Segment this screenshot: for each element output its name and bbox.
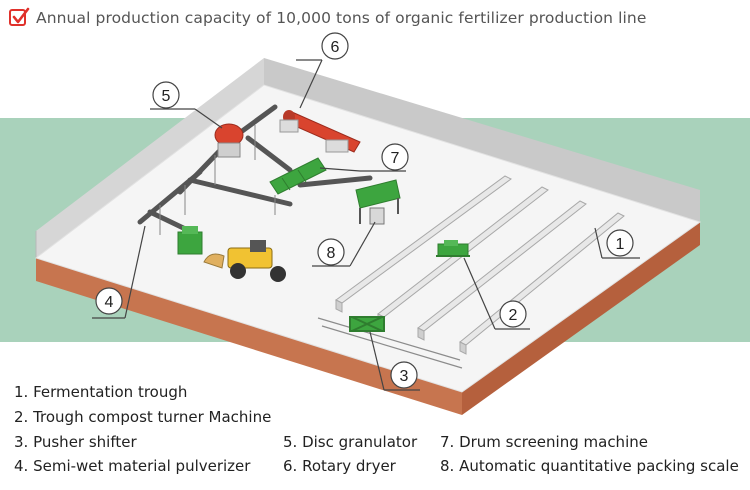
callout-4 [95, 287, 123, 315]
callout-7-label: 7 [391, 150, 400, 167]
callout-5 [152, 81, 180, 109]
shifter-rails [317, 317, 463, 369]
conveyor-supports [159, 125, 276, 235]
callout-6-label: 6 [331, 39, 340, 56]
callout-2 [499, 300, 527, 328]
legend-item-2: 2. Trough compost turner Machine [14, 408, 272, 426]
callout-1 [606, 229, 634, 257]
legend-item-8: 8. Automatic quantitative packing scale [440, 457, 739, 475]
legend-item-1: 1. Fermentation trough [14, 383, 188, 401]
floor [34, 84, 702, 393]
platform-front [36, 258, 462, 415]
callout-5-label: 5 [162, 88, 171, 105]
callout-leaders [92, 32, 640, 391]
callout-2-label: 2 [509, 307, 518, 324]
callout-6 [321, 32, 349, 60]
pusher-shifter-machine [349, 316, 385, 332]
back-wall [264, 58, 700, 222]
wheel-loader [203, 240, 286, 282]
pulverizer-machine [177, 226, 203, 255]
callout-8-label: 8 [327, 245, 336, 262]
packing-scale-machine [355, 179, 401, 225]
legend-item-5: 5. Disc granulator [283, 433, 418, 451]
legend-item-6: 6. Rotary dryer [283, 457, 396, 475]
platform-side [462, 222, 700, 415]
callout-numbers: 6 5 7 8 1 2 3 4 [105, 39, 625, 385]
legend-item-4: 4. Semi-wet material pulverizer [14, 457, 251, 475]
callout-3-label: 3 [400, 368, 409, 385]
page-title: Annual production capacity of 10,000 ton… [36, 9, 647, 27]
header: Annual production capacity of 10,000 ton… [8, 4, 646, 32]
checkmark-box-icon [9, 7, 30, 26]
callout-1-label: 1 [616, 236, 625, 253]
rotary-dryer-machine [279, 110, 361, 153]
disc-granulator-machine [214, 123, 244, 158]
legend-item-7: 7. Drum screening machine [440, 433, 648, 451]
legend-item-3: 3. Pusher shifter [14, 433, 137, 451]
callout-3 [390, 361, 418, 389]
trough-compost-turner-machine [436, 240, 470, 257]
drum-screening-machine [269, 157, 327, 195]
left-wall [36, 58, 264, 258]
callout-4-label: 4 [105, 294, 114, 311]
callout-8 [317, 238, 345, 266]
callout-7 [381, 143, 409, 171]
